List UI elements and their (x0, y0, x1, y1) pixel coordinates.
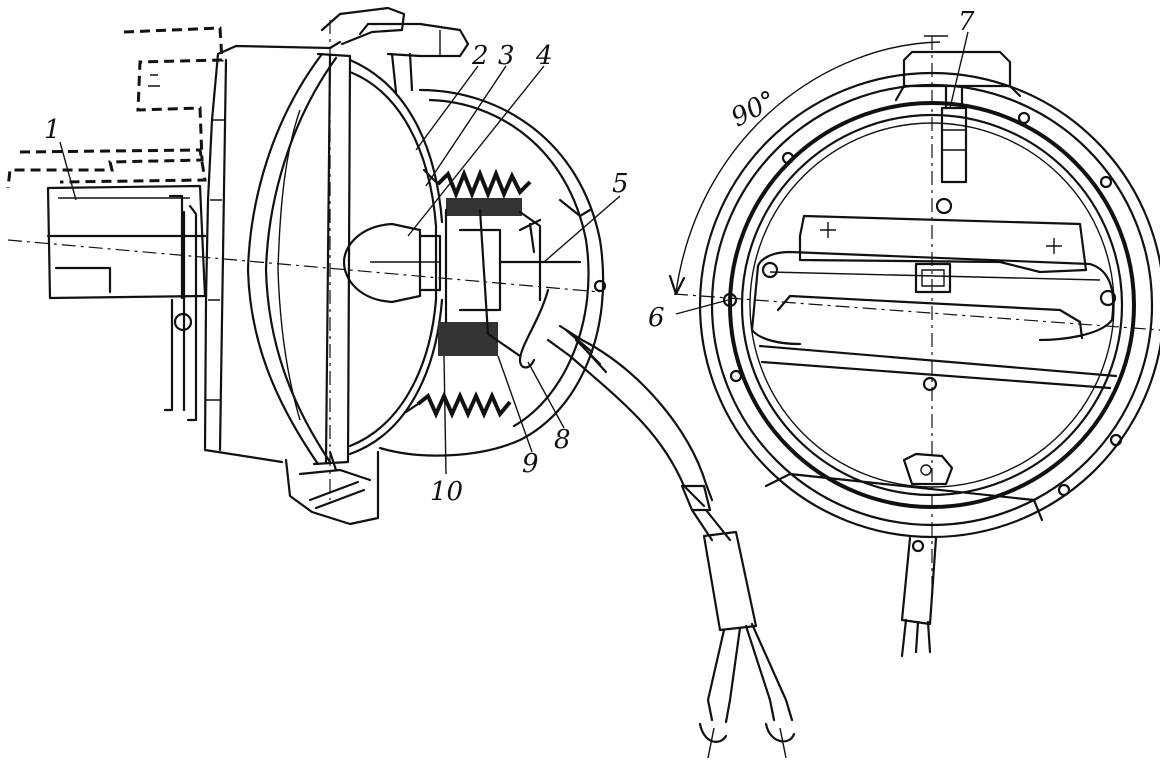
bottom-bracket (900, 452, 954, 658)
lens-rim (312, 52, 352, 466)
upper-spring (422, 168, 532, 200)
label-3: 3 (498, 41, 515, 71)
label-10: 10 (430, 477, 463, 507)
top-adjusting-screw (320, 6, 470, 94)
bulb-plate (798, 214, 1088, 294)
horizontal-axis-right (673, 293, 1160, 331)
leader-lines-left (59, 65, 621, 475)
label-6: 6 (648, 303, 665, 333)
adjusting-screw (935, 84, 968, 215)
leader-lines-right (675, 31, 969, 315)
rear-housing (378, 88, 605, 457)
rim-screws (722, 111, 1123, 553)
front-view (668, 31, 1160, 658)
bulb-socket (438, 198, 582, 358)
connector-hooks (518, 198, 607, 369)
optical-axis-left (7, 239, 601, 293)
bracket-body (46, 184, 207, 412)
mounting-bracket-dashed (6, 26, 224, 189)
label-8: 8 (554, 425, 571, 455)
bottom-clamp (284, 450, 380, 526)
lower-spring (404, 391, 512, 419)
label-2: 2 (471, 41, 489, 71)
bulb (342, 222, 442, 304)
angle-label: 90° (726, 85, 781, 133)
lamp-unit (750, 250, 1118, 390)
side-section-view (6, 6, 796, 759)
label-1: 1 (44, 115, 61, 145)
headlamp-lens (246, 52, 338, 466)
housing-frame (182, 40, 342, 464)
label-5: 5 (612, 169, 629, 199)
label-7: 7 (958, 7, 975, 37)
angle-arc (668, 35, 948, 296)
label-9: 9 (522, 449, 539, 479)
label-4: 4 (535, 41, 553, 71)
lower-rim-segment (764, 472, 1044, 522)
cable (546, 324, 796, 759)
